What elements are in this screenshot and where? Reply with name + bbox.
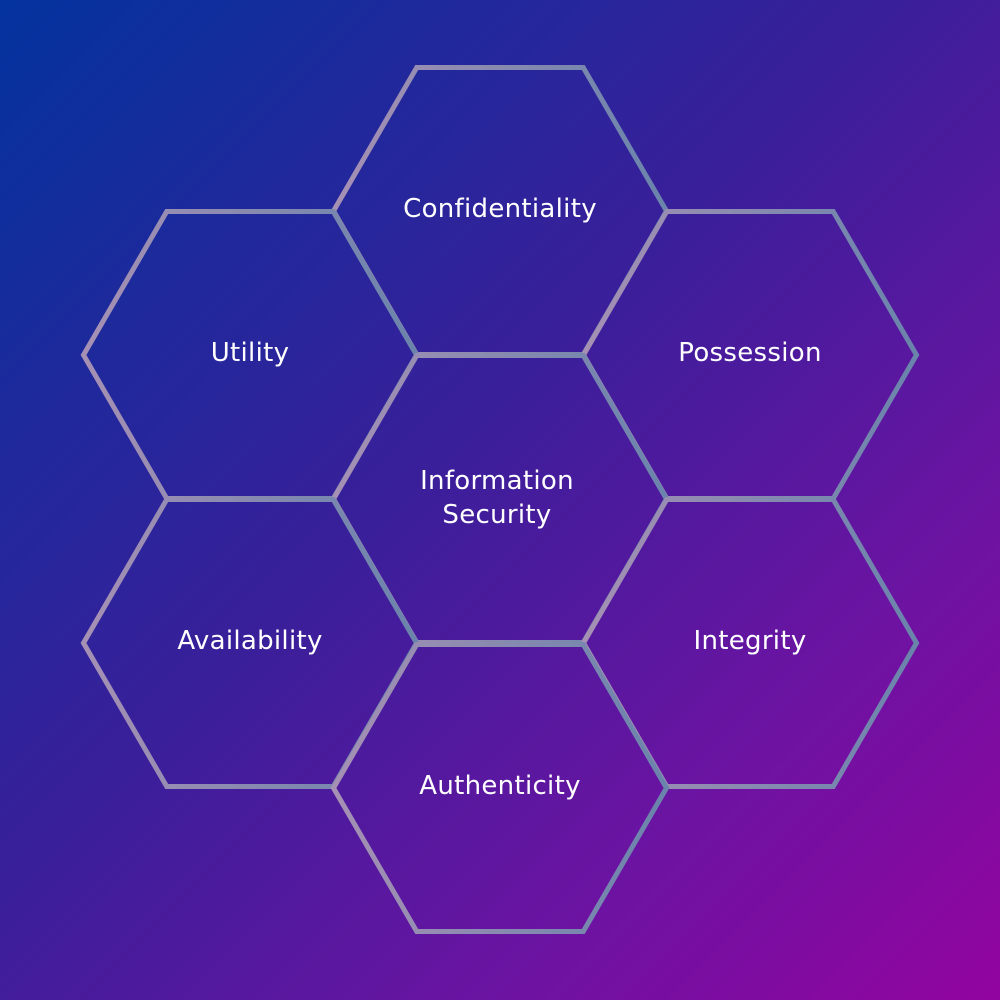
hex-label-confidentiality: Confidentiality — [403, 194, 597, 224]
hex-label-availability: Availability — [177, 626, 323, 656]
hex-label-authenticity: Authenticity — [419, 771, 581, 801]
hex-label-utility: Utility — [210, 338, 290, 368]
hex-label-possession: Possession — [678, 338, 822, 368]
hex-label-integrity: Integrity — [693, 626, 807, 656]
hex-label-information-security: Information Security — [420, 466, 574, 530]
hexagon-authenticity — [330, 642, 670, 934]
